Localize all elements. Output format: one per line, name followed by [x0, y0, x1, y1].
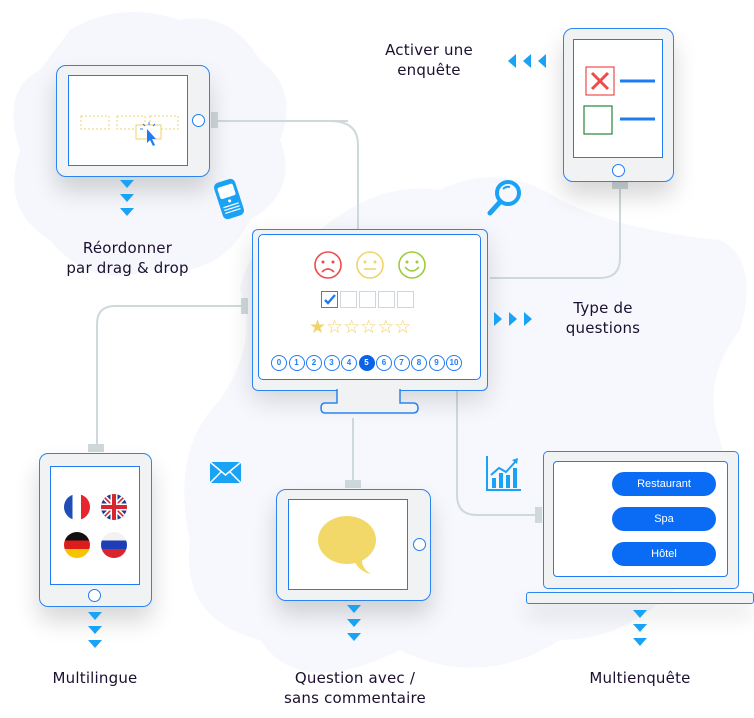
envelope-icon: [209, 461, 242, 484]
tablet-activate: [563, 28, 674, 182]
laptop-multisurvey: Restaurant Spa Hôtel: [543, 451, 739, 589]
label-comment: Question avec /sans commentaire: [284, 669, 426, 707]
star-empty-icon[interactable]: ☆: [394, 316, 412, 338]
laptop-base: [526, 592, 754, 604]
label-multisurvey: Multienquête: [589, 669, 691, 687]
tablet-screen: [50, 466, 140, 585]
tablet-multilingual: [39, 453, 152, 607]
star-filled-icon[interactable]: ★: [309, 316, 327, 338]
nps-option[interactable]: 2: [306, 355, 322, 371]
checkbox[interactable]: [359, 291, 376, 308]
nps-option[interactable]: 1: [288, 355, 305, 371]
nps-option[interactable]: 10: [446, 355, 462, 371]
tablet-screen: [68, 75, 188, 166]
smartphone-icon: [213, 178, 245, 220]
nps-option[interactable]: 7: [393, 355, 410, 371]
nps-option-selected[interactable]: 5: [358, 355, 375, 371]
connector-plug: [88, 444, 104, 452]
connector-reorder: [218, 120, 348, 122]
home-button: [612, 164, 625, 177]
growth-chart-icon: [486, 456, 521, 491]
connector-multisurvey: [456, 390, 540, 516]
home-button: [88, 589, 101, 602]
connector-plug: [211, 112, 218, 128]
connector-activate: [490, 185, 621, 279]
sad-face-icon: [314, 251, 342, 279]
arrows-right: [494, 311, 539, 330]
arrows-left: [508, 53, 553, 72]
star-empty-icon[interactable]: ☆: [326, 316, 344, 338]
flag-germany-icon: [64, 532, 90, 558]
laptop-screen: Restaurant Spa Hôtel: [553, 461, 728, 577]
happy-face-icon: [398, 251, 426, 279]
checkbox-row: [321, 289, 416, 308]
arrows-down: [119, 180, 135, 222]
monitor-stand: [320, 389, 419, 414]
connector-multilingual: [96, 305, 245, 450]
connector-plug: [345, 480, 361, 488]
speech-bubble-icon: [318, 516, 376, 574]
nps-option[interactable]: 4: [341, 355, 357, 371]
star-rating[interactable]: ★☆☆☆☆☆: [309, 317, 411, 337]
nps-option[interactable]: 9: [428, 355, 445, 371]
survey-button-spa[interactable]: Spa: [612, 507, 716, 531]
survey-button-hotel[interactable]: Hôtel: [612, 542, 716, 566]
tablet-screen: [573, 39, 663, 158]
checkbox[interactable]: [340, 291, 357, 308]
tablet-comment: [276, 489, 431, 601]
connector-plug: [535, 507, 542, 523]
connector-plug: [612, 181, 628, 189]
checkbox[interactable]: [397, 291, 414, 308]
nps-option[interactable]: 6: [376, 355, 392, 371]
checkbox[interactable]: [378, 291, 395, 308]
tablet-screen: [288, 499, 408, 590]
magnifier-icon: [487, 180, 521, 216]
checkbox-checked[interactable]: [321, 291, 338, 308]
flag-france-icon: [64, 494, 90, 520]
nps-option[interactable]: 3: [323, 355, 340, 371]
home-button: [413, 538, 426, 551]
connector-curve: [330, 120, 359, 230]
nps-option[interactable]: 8: [411, 355, 427, 371]
star-empty-icon[interactable]: ☆: [360, 316, 378, 338]
arrows-down: [632, 610, 648, 652]
neutral-face-icon: [356, 251, 384, 279]
survey-button-restaurant[interactable]: Restaurant: [612, 472, 716, 496]
star-empty-icon[interactable]: ☆: [377, 316, 395, 338]
star-empty-icon[interactable]: ☆: [343, 316, 361, 338]
nps-option[interactable]: 0: [271, 355, 287, 371]
drag-drop-cursor-icon: [80, 115, 179, 146]
checklist-icon: [583, 66, 655, 135]
flag-russia-icon: [101, 532, 127, 558]
arrows-down: [346, 605, 362, 647]
label-multilingual: Multilingue: [52, 669, 138, 687]
connector-comment: [352, 418, 354, 486]
tablet-reorder: [56, 65, 210, 177]
home-button: [192, 114, 205, 127]
flag-uk-icon: [101, 494, 127, 520]
arrows-down: [87, 612, 103, 654]
smiley-row: [314, 251, 426, 279]
connector-plug: [241, 298, 248, 314]
